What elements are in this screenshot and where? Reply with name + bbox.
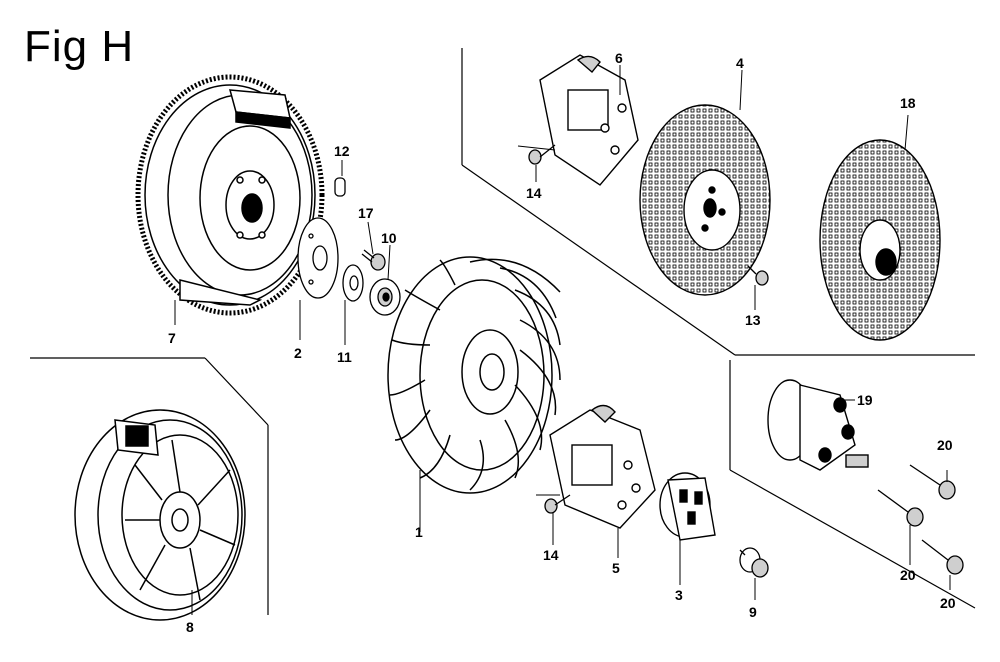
callout-13: 13 <box>745 312 761 328</box>
divider-line <box>461 164 736 356</box>
figure-title: Fig H <box>24 22 135 71</box>
callout-10: 10 <box>381 230 397 246</box>
callout-8: 8 <box>186 619 194 635</box>
callout-4: 4 <box>736 55 744 71</box>
callout-1: 1 <box>415 524 423 540</box>
callout-18: 18 <box>900 95 916 111</box>
starter-cup-part-3 <box>659 472 716 541</box>
callout-20-lower: 20 <box>940 595 956 611</box>
rotor-disc-part-18 <box>819 139 941 341</box>
flywheel-part-8 <box>74 409 246 621</box>
hub-part-19 <box>767 379 869 471</box>
cooling-fan-part-1 <box>387 256 561 494</box>
nut-part-10 <box>369 278 401 316</box>
bolt-part-14-upper <box>528 144 556 165</box>
bolt-part-20-lower <box>921 539 964 575</box>
washer-part-11 <box>342 264 364 302</box>
flywheel-part-7 <box>135 74 325 316</box>
callout-5: 5 <box>612 560 620 576</box>
callout-19: 19 <box>857 392 873 408</box>
rotor-disc-part-4 <box>639 104 771 296</box>
bolt-part-9 <box>739 547 769 578</box>
key-part-12 <box>334 177 346 197</box>
callout-6: 6 <box>615 50 623 66</box>
callout-labels: 7 2 11 12 17 10 1 6 4 18 13 14 14 5 3 9 … <box>168 50 956 635</box>
callout-9: 9 <box>749 604 757 620</box>
callout-17: 17 <box>358 205 374 221</box>
callout-14-upper: 14 <box>526 185 542 201</box>
bracket-part-6 <box>539 54 639 186</box>
callout-2: 2 <box>294 345 302 361</box>
bolt-part-14-lower <box>544 494 571 514</box>
callout-3: 3 <box>675 587 683 603</box>
callout-7: 7 <box>168 330 176 346</box>
callout-14-lower: 14 <box>543 547 559 563</box>
leader-lines <box>174 65 951 615</box>
callout-11: 11 <box>337 349 352 365</box>
callout-20-middle: 20 <box>900 567 916 583</box>
plate-part-2 <box>297 217 339 299</box>
bolt-part-17 <box>361 249 386 271</box>
bolt-part-20-middle <box>877 489 924 527</box>
bolt-part-20-upper <box>909 464 956 500</box>
bracket-part-5 <box>549 404 656 529</box>
section-dividers <box>30 48 976 615</box>
callout-20-upper: 20 <box>937 437 953 453</box>
screw-part-13 <box>747 265 769 286</box>
divider-line <box>729 469 976 609</box>
callout-12: 12 <box>334 143 350 159</box>
divider-line <box>204 357 269 426</box>
